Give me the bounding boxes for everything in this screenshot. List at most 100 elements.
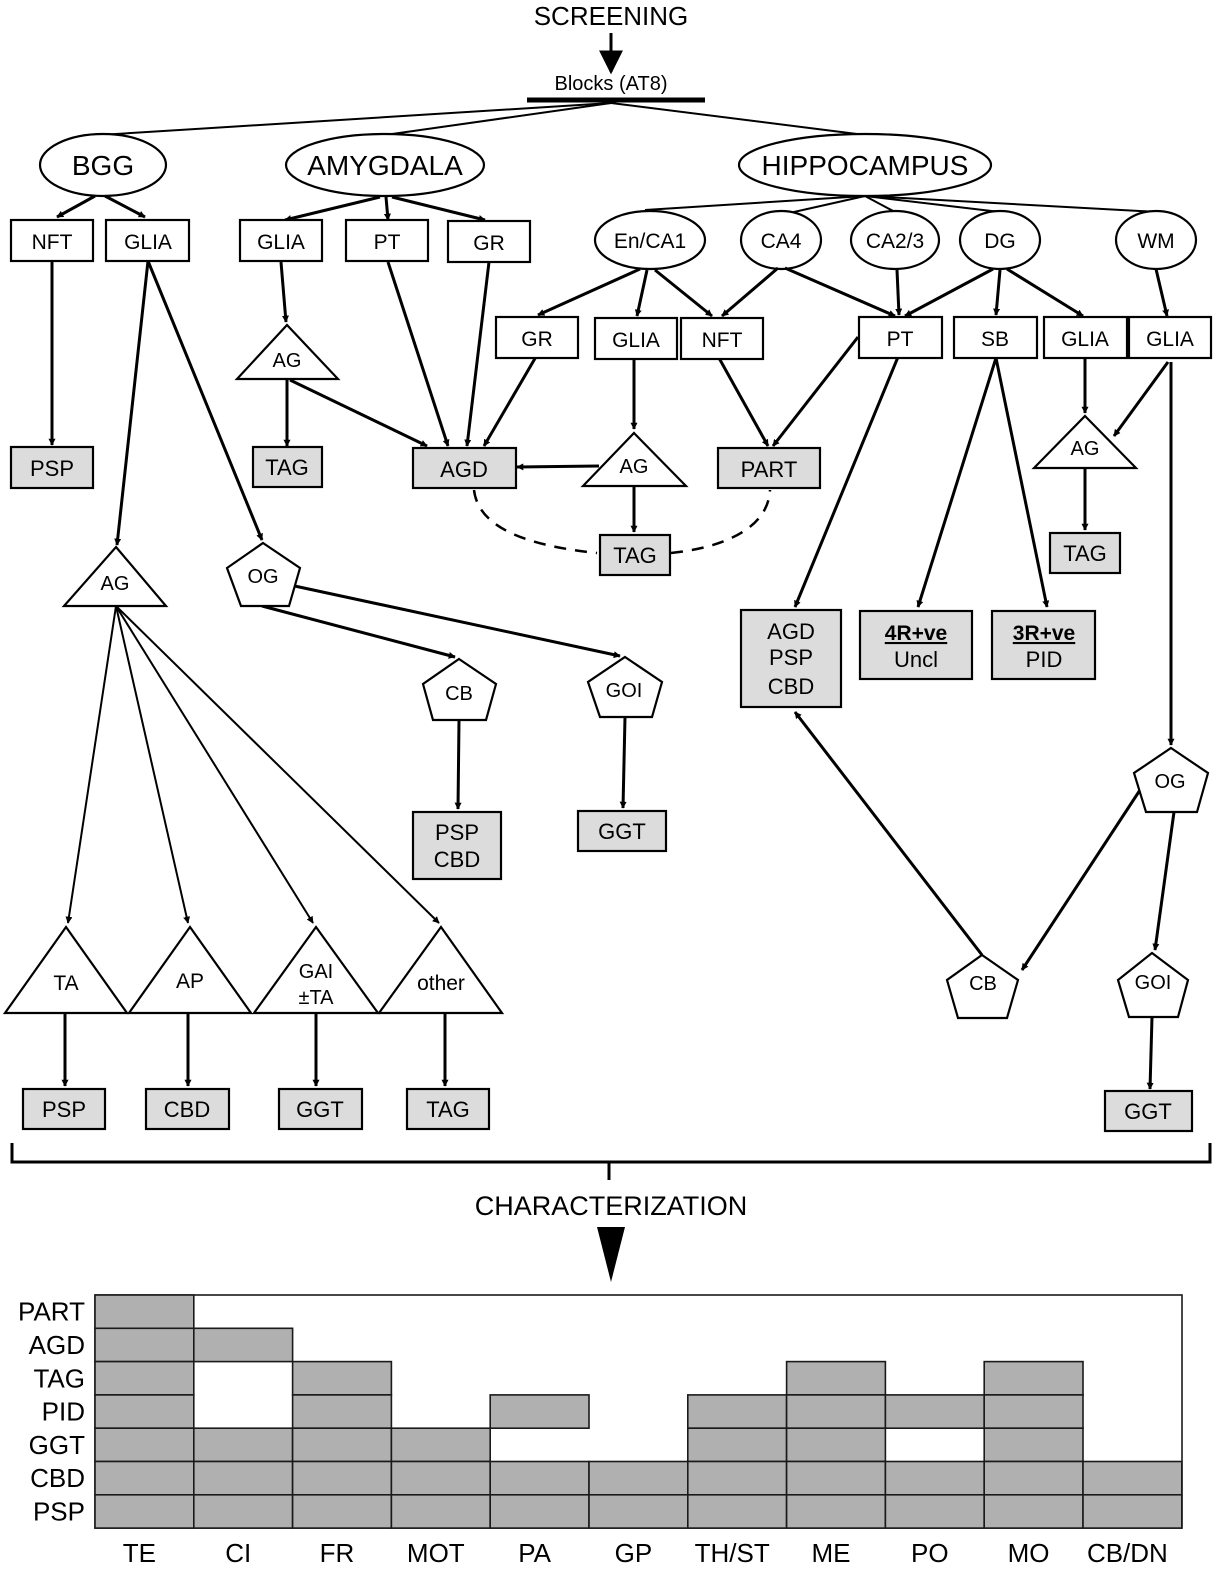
bgg-cb-label: CB xyxy=(445,683,473,705)
bgg-glia-label: GLIA xyxy=(124,231,172,254)
amygdala-glia-node: GLIA xyxy=(238,218,324,263)
characterization-label: CHARACTERIZATION xyxy=(475,1191,748,1221)
bgg-ag-label: AG xyxy=(101,573,130,595)
cell-psp-mot xyxy=(390,1494,491,1529)
col-label-th-st: TH/ST xyxy=(695,1538,770,1568)
blocks-label: Blocks (AT8) xyxy=(555,73,668,95)
cell-ggt-te xyxy=(94,1427,195,1463)
cell-ggt-me xyxy=(785,1427,887,1463)
hippo-goi-label: GOI xyxy=(1135,972,1172,994)
region-hippocampus: HIPPOCAMPUS xyxy=(737,132,993,198)
hippo-pt-label: PT xyxy=(887,328,914,351)
hippo-ag-node: AG xyxy=(580,431,689,488)
cell-cbd-po xyxy=(884,1460,986,1496)
bgg-goi-outcome-label: GGT xyxy=(598,819,646,844)
hippo-og-label: OG xyxy=(1154,771,1185,793)
pt-outcome-line2: PSP xyxy=(769,645,813,670)
hippo-cb-node: CB xyxy=(945,953,1020,1020)
hippo-subregion-dg-label: DG xyxy=(984,230,1016,253)
astro-outcome-ggt-label: GGT xyxy=(296,1097,344,1122)
cell-ggt-ci xyxy=(193,1427,294,1463)
astro-type-ap: AP xyxy=(126,925,254,1015)
hippo-tag-right-label: TAG xyxy=(1063,541,1107,566)
hippo-cb-label: CB xyxy=(969,973,997,995)
cell-part-te xyxy=(94,1294,195,1330)
cell-psp-te xyxy=(94,1494,195,1529)
cell-psp-pa xyxy=(489,1494,590,1529)
hippo-sb-label: SB xyxy=(981,328,1009,351)
bgg-cb-node: CB xyxy=(421,657,498,722)
region-amygdala-label: AMYGDALA xyxy=(307,150,463,181)
bgg-goi-node: GOI xyxy=(586,655,664,719)
bgg-cb-outcome-line2: CBD xyxy=(434,847,480,872)
cell-cbd-ci xyxy=(193,1460,294,1496)
cell-agd-te xyxy=(94,1327,195,1363)
sb-4r-outcome-node: 4R+ve Uncl xyxy=(858,609,974,681)
bgg-og-label: OG xyxy=(247,566,278,588)
hippo-subregion-en-ca1-label: En/CA1 xyxy=(614,230,686,253)
hippo-goi-outcome-label: GGT xyxy=(1124,1099,1172,1124)
cell-cbd-me xyxy=(785,1460,887,1496)
sb-3r-outcome-node: 3R+ve PID xyxy=(990,609,1097,681)
cell-cbd-mot xyxy=(390,1460,491,1496)
cell-cbd-mo xyxy=(983,1460,1084,1496)
cell-psp-fr xyxy=(291,1494,393,1529)
astro-type-other: other xyxy=(376,925,505,1015)
pt-outcome-node: AGD PSP CBD xyxy=(739,608,843,709)
hippo-subregion-wm-label: WM xyxy=(1137,230,1174,253)
astro-outcome-psp-label: PSP xyxy=(42,1097,86,1122)
row-label-tag: TAG xyxy=(33,1363,85,1393)
bgg-psp-node: PSP xyxy=(9,445,95,490)
astro-type-ta-label: TA xyxy=(53,972,78,995)
cell-tag-te xyxy=(94,1360,195,1396)
bgg-glia-node: GLIA xyxy=(104,218,191,263)
astro-outcome-cbd-label: CBD xyxy=(164,1097,210,1122)
astro-type-ap-label: AP xyxy=(176,970,204,993)
hippo-tag-node: TAG xyxy=(598,533,672,577)
hippo-ag-right-label: AG xyxy=(1071,438,1100,460)
hippo-wm-glia-label: GLIA xyxy=(1146,328,1194,351)
cell-cbd-fr xyxy=(291,1460,393,1496)
cell-cbd-te xyxy=(94,1460,195,1496)
cell-cbd-th-st xyxy=(686,1460,788,1496)
bgg-ag-node: AG xyxy=(61,545,169,608)
screening-title: SCREENING xyxy=(534,1,689,31)
amygdala-pt-node: PT xyxy=(344,218,430,263)
region-connectors xyxy=(99,102,866,136)
hippo-tag-right-node: TAG xyxy=(1048,531,1122,575)
cell-psp-po xyxy=(884,1494,986,1529)
cell-tag-mo xyxy=(983,1360,1084,1396)
cell-pid-mo xyxy=(983,1394,1084,1430)
sb-3r-outcome-text: PID xyxy=(1026,647,1063,672)
astro-type-other-label: other xyxy=(417,972,465,995)
col-label-po: PO xyxy=(911,1538,949,1568)
astro-outcome-ggt: GGT xyxy=(277,1087,364,1131)
col-label-pa: PA xyxy=(518,1538,551,1568)
cell-ggt-mo xyxy=(983,1427,1084,1463)
agd-tag-part-dashed-link xyxy=(472,489,772,555)
cell-psp-mo xyxy=(983,1494,1084,1529)
bgg-og-node: OG xyxy=(225,541,302,608)
sb-3r-outcome-bold: 3R+ve xyxy=(1013,622,1075,645)
bgg-edges xyxy=(48,194,627,1087)
pt-outcome-line3: CBD xyxy=(768,674,814,699)
hippo-subregion-dg: DG xyxy=(958,209,1042,271)
amygdala-ag-label: AG xyxy=(273,350,302,372)
characterization-bracket xyxy=(10,1143,1212,1180)
sb-4r-outcome-bold: 4R+ve xyxy=(885,622,947,645)
hippo-subregion-ca4-label: CA4 xyxy=(761,230,802,253)
astro-outcome-tag-label: TAG xyxy=(426,1097,470,1122)
hippo-subregion-wm: WM xyxy=(1114,209,1198,271)
region-amygdala: AMYGDALA xyxy=(284,132,486,198)
cell-pid-th-st xyxy=(686,1394,788,1430)
amygdala-tag-label: TAG xyxy=(265,455,309,480)
col-label-ci: CI xyxy=(225,1538,251,1568)
hippo-gr-node: GR xyxy=(494,315,580,360)
astro-type-gai-label-line2: ±TA xyxy=(298,987,334,1009)
hippocampus-connectors xyxy=(644,195,1159,215)
bgg-nft-node: NFT xyxy=(9,218,95,263)
part-label: PART xyxy=(741,457,798,482)
cell-psp-th-st xyxy=(686,1494,788,1529)
astro-outcome-tag: TAG xyxy=(405,1087,491,1131)
